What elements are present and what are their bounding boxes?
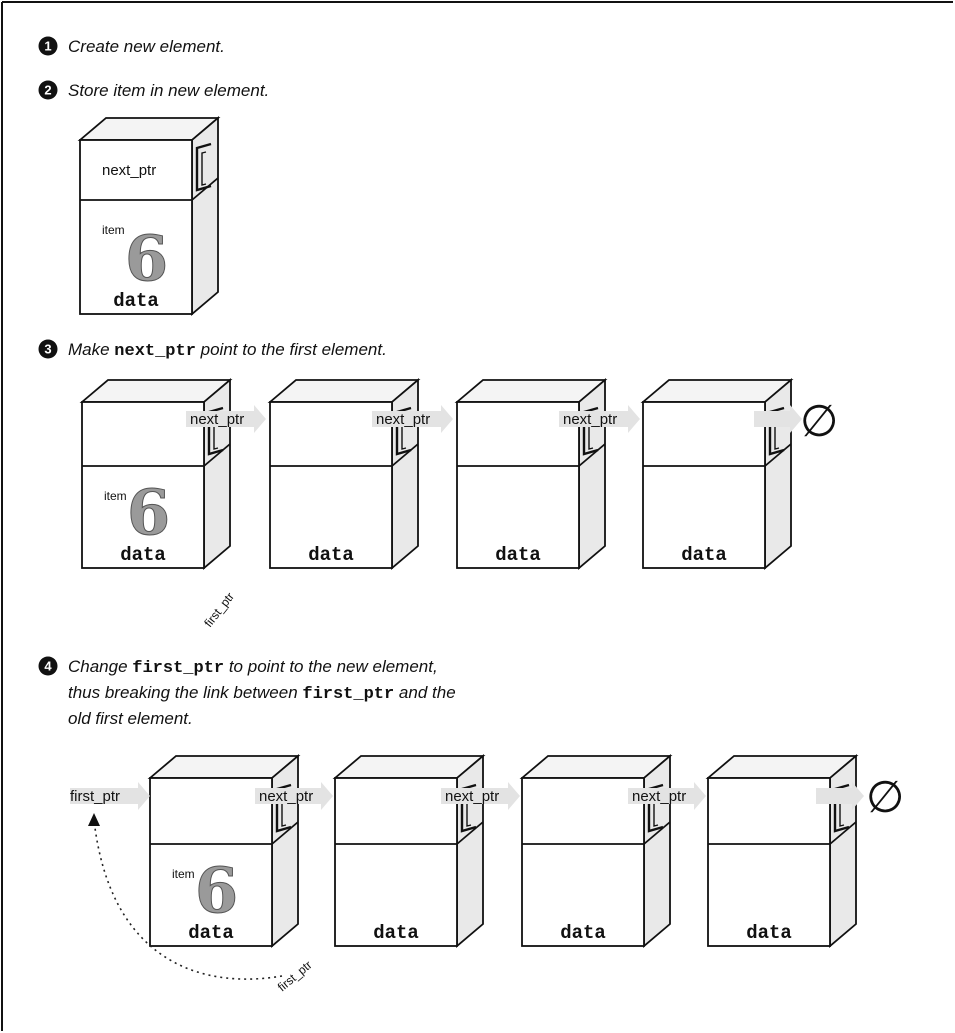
first-ptr-head-label: first_ptr xyxy=(70,788,120,805)
data-label: data xyxy=(560,922,606,944)
data-label: data xyxy=(495,544,541,566)
data-label: data xyxy=(746,922,792,944)
step-1: 1 Create new element. xyxy=(39,37,225,57)
box-side-face xyxy=(204,380,230,568)
list-element: data xyxy=(270,380,418,568)
box-side-face xyxy=(392,380,418,568)
step-text-run: Make xyxy=(68,340,114,359)
step-number-badge: 2 xyxy=(39,81,58,100)
box-side-face xyxy=(272,756,298,946)
list-element: data xyxy=(457,380,605,568)
step-number-text: 2 xyxy=(44,83,51,98)
next-ptr-label: next_ptr xyxy=(259,788,313,805)
next-ptr-label: next_ptr xyxy=(563,411,617,428)
step-number-text: 1 xyxy=(44,39,51,54)
list-element: data xyxy=(643,380,791,568)
item-value: 6 xyxy=(127,476,170,549)
step-number-badge: 3 xyxy=(39,340,58,359)
next-ptr-label: next_ptr xyxy=(445,788,499,805)
item-label: item xyxy=(102,223,125,237)
step-text-run: Create new element. xyxy=(68,37,225,56)
box-front-face xyxy=(522,778,644,946)
data-label: data xyxy=(681,544,727,566)
item-value: 6 xyxy=(195,854,238,927)
data-label: data xyxy=(308,544,354,566)
box-side-face xyxy=(765,380,791,568)
item-label: item xyxy=(172,867,195,881)
list-element: data xyxy=(335,756,483,946)
step-4: 4 Change first_ptr to point to the new el… xyxy=(39,657,456,729)
null-symbol: ∅ xyxy=(800,396,838,447)
step-text-run: point to the first element. xyxy=(196,340,387,359)
box-front-face xyxy=(335,778,457,946)
box-front-face xyxy=(708,778,830,946)
step-2: 2 Store item in new element. xyxy=(39,81,270,101)
next-ptr-label: next_ptr xyxy=(632,788,686,805)
data-label: data xyxy=(373,922,419,944)
step-4-caption-line: thus breaking the link between first_ptr… xyxy=(68,683,456,704)
next-ptr-label: next_ptr xyxy=(190,411,244,428)
next-ptr-label: next_ptr xyxy=(376,411,430,428)
code-term: first_ptr xyxy=(302,685,394,704)
step-number-badge: 1 xyxy=(39,37,58,56)
step-text-run: and the xyxy=(394,683,455,702)
box-side-face xyxy=(644,756,670,946)
item-label: item xyxy=(104,489,127,503)
step-4-caption-line: Change first_ptr to point to the new ele… xyxy=(68,657,438,678)
list-element: data xyxy=(708,756,856,946)
step-text-run: old first element. xyxy=(68,709,193,728)
list-element: data xyxy=(522,756,670,946)
code-term: next_ptr xyxy=(114,342,196,361)
next-ptr-label: next_ptr xyxy=(102,162,156,179)
box-side-face xyxy=(579,380,605,568)
step-2-caption: Store item in new element. xyxy=(68,81,269,100)
step-number-text: 3 xyxy=(44,342,51,357)
step-3-caption: Make next_ptr point to the first element… xyxy=(68,340,387,361)
code-term: first_ptr xyxy=(132,659,224,678)
step-1-caption: Create new element. xyxy=(68,37,225,56)
step-text-run: thus breaking the link between xyxy=(68,683,302,702)
first-ptr-label: first_ptr xyxy=(201,590,237,630)
step-number-text: 4 xyxy=(44,659,52,674)
step-text-run: Store item in new element. xyxy=(68,81,269,100)
null-symbol: ∅ xyxy=(866,772,904,823)
box-side-face xyxy=(457,756,483,946)
old-link-arrowhead xyxy=(88,813,100,826)
step-4-caption-line: old first element. xyxy=(68,709,193,728)
step-text-run: Change xyxy=(68,657,132,676)
step-text-run: to point to the new element, xyxy=(224,657,438,676)
item-value: 6 xyxy=(125,222,168,295)
step-number-badge: 4 xyxy=(39,657,58,676)
step-3: 3 Make next_ptr point to the first elemen… xyxy=(39,340,387,362)
